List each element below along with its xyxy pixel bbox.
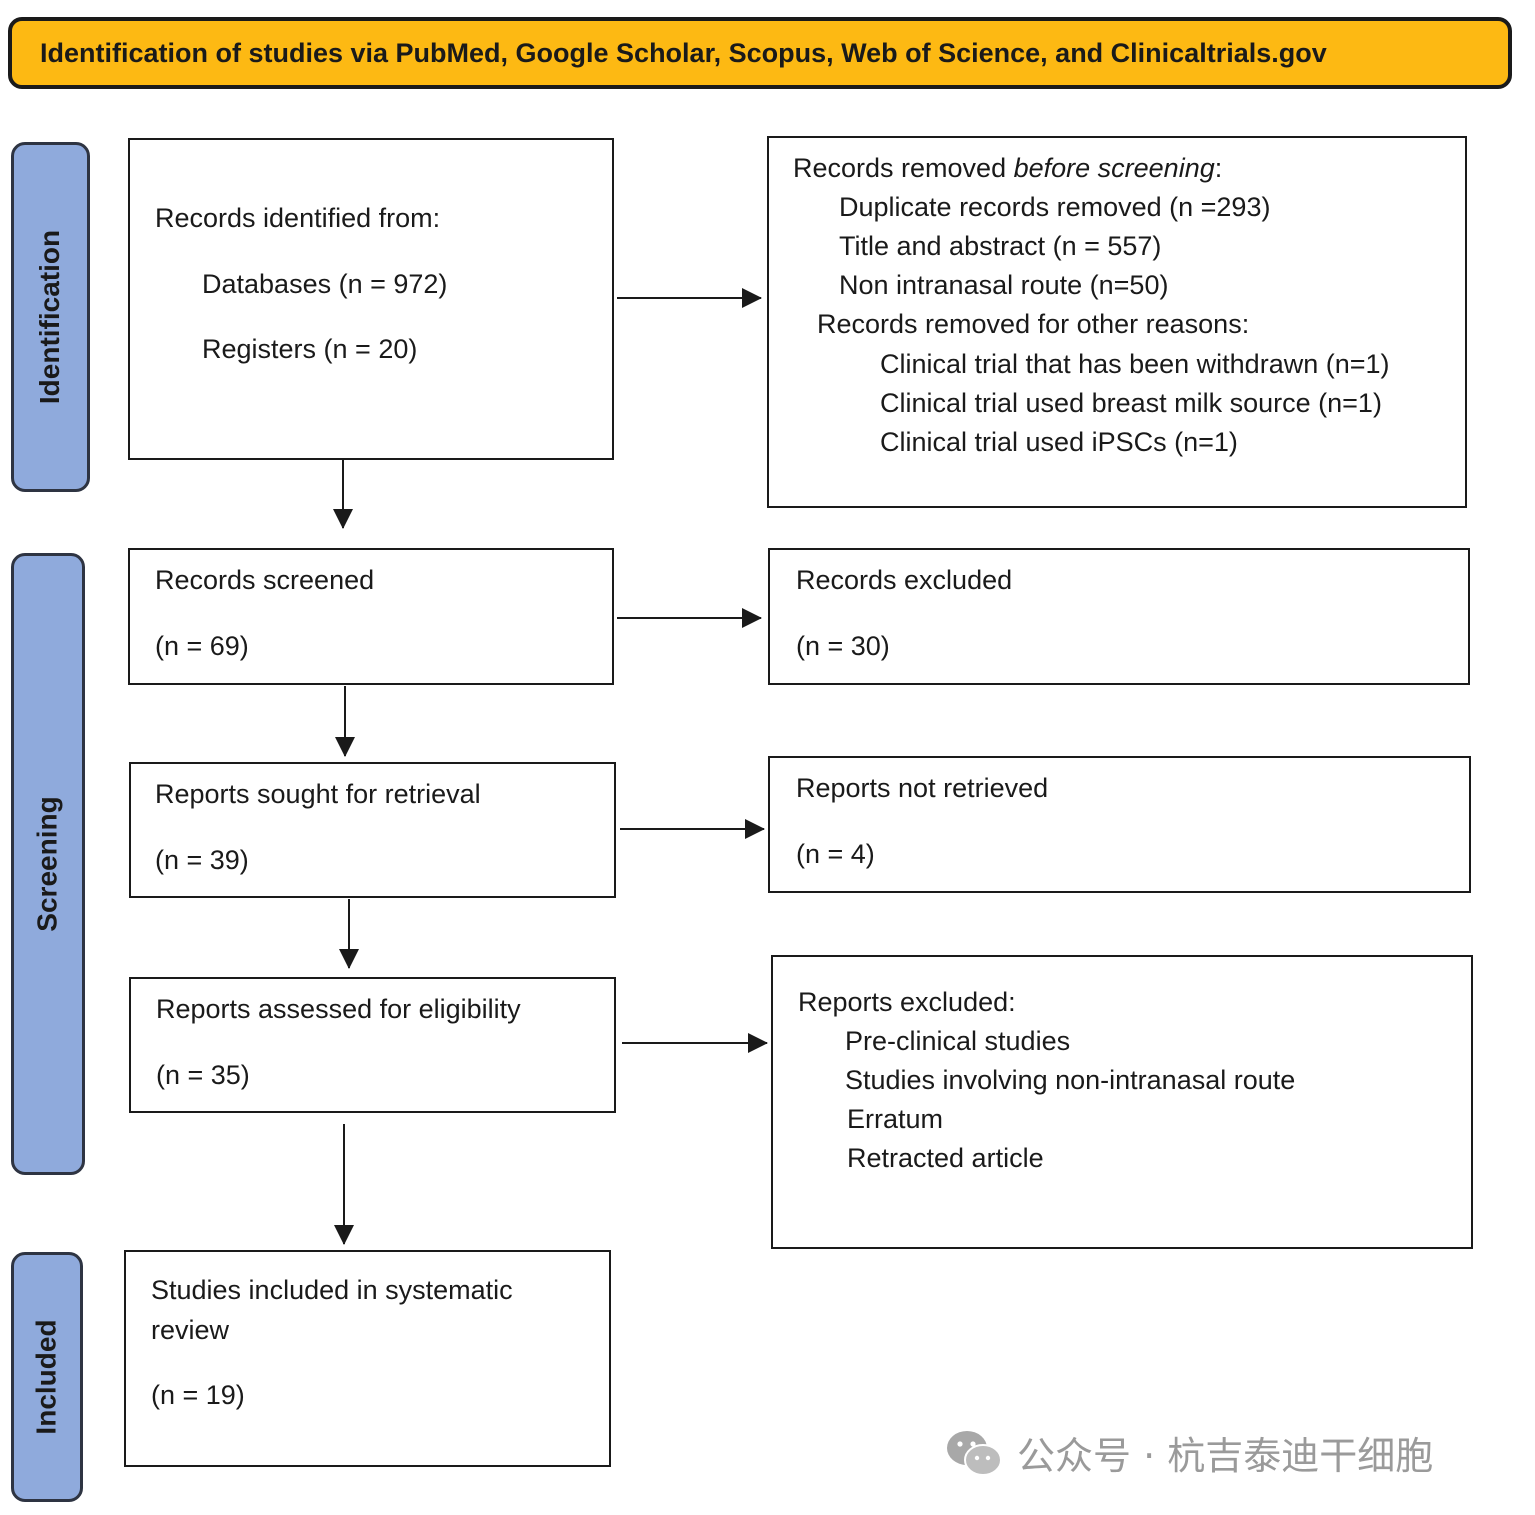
records-removed-box: Records removed before screening: Duplic…: [767, 136, 1467, 508]
databases-count: Databases (n = 972): [202, 269, 448, 299]
records-excluded-box: Records excluded (n = 30): [768, 548, 1470, 685]
reports-not-retrieved-count: (n = 4): [796, 839, 875, 869]
records-removed-title-prefix: Records removed: [793, 153, 1014, 183]
header-banner: Identification of studies via PubMed, Go…: [8, 17, 1512, 89]
breast-milk-trial: Clinical trial used breast milk source (…: [880, 388, 1382, 418]
studies-included-line1: Studies included in systematic: [151, 1275, 513, 1305]
non-intranasal-removed: Non intranasal route (n=50): [839, 270, 1169, 300]
records-screened-box: Records screened (n = 69): [128, 548, 614, 685]
phase-included: Included: [11, 1252, 83, 1502]
records-removed-title: Records removed before screening:: [793, 152, 1222, 184]
ipscs-trial: Clinical trial used iPSCs (n=1): [880, 427, 1238, 457]
reports-sought-box: Reports sought for retrieval (n = 39): [129, 762, 616, 898]
records-removed-title-suffix: :: [1214, 153, 1223, 183]
records-removed-title-italic: before screening: [1013, 153, 1215, 183]
records-screened-count: (n = 69): [155, 631, 249, 661]
studies-included-line2: review: [151, 1315, 230, 1345]
watermark: 公众号 · 杭吉泰迪干细胞: [945, 1425, 1433, 1480]
reports-excluded-title: Reports excluded:: [798, 987, 1016, 1017]
phase-screening: Screening: [11, 553, 85, 1175]
reports-not-retrieved-box: Reports not retrieved (n = 4): [768, 756, 1471, 893]
reports-assessed-title: Reports assessed for eligibility: [156, 994, 521, 1024]
records-identified-box: Records identified from: Databases (n = …: [128, 138, 614, 460]
records-screened-title: Records screened: [155, 565, 375, 595]
records-excluded-title: Records excluded: [796, 565, 1013, 595]
reports-assessed-count: (n = 35): [156, 1060, 250, 1090]
reports-sought-title: Reports sought for retrieval: [155, 779, 481, 809]
retracted-article: Retracted article: [847, 1143, 1044, 1173]
phase-identification: Identification: [11, 142, 90, 492]
duplicates-removed: Duplicate records removed (n =293): [839, 192, 1271, 222]
wechat-icon: [947, 1430, 1002, 1476]
header-title: Identification of studies via PubMed, Go…: [40, 37, 1327, 68]
non-intranasal-studies: Studies involving non-intranasal route: [845, 1065, 1296, 1095]
reports-not-retrieved-title: Reports not retrieved: [796, 773, 1049, 803]
registers-count: Registers (n = 20): [202, 334, 418, 364]
reports-sought-count: (n = 39): [155, 845, 249, 875]
studies-included-box: Studies included in systematic review (n…: [124, 1250, 611, 1467]
records-identified-title: Records identified from:: [155, 203, 441, 233]
withdrawn-trial: Clinical trial that has been withdrawn (…: [880, 349, 1390, 379]
reports-assessed-box: Reports assessed for eligibility (n = 35…: [129, 977, 616, 1113]
preclinical-studies: Pre-clinical studies: [845, 1026, 1071, 1056]
watermark-text: 公众号 · 杭吉泰迪干细胞: [1017, 1434, 1434, 1478]
studies-included-count: (n = 19): [151, 1380, 245, 1410]
reports-excluded-box: Reports excluded: Pre-clinical studies S…: [771, 955, 1473, 1249]
other-reasons-title: Records removed for other reasons:: [817, 309, 1250, 339]
records-excluded-count: (n = 30): [796, 631, 890, 661]
title-abstract-removed: Title and abstract (n = 557): [839, 231, 1162, 261]
erratum: Erratum: [847, 1104, 944, 1134]
